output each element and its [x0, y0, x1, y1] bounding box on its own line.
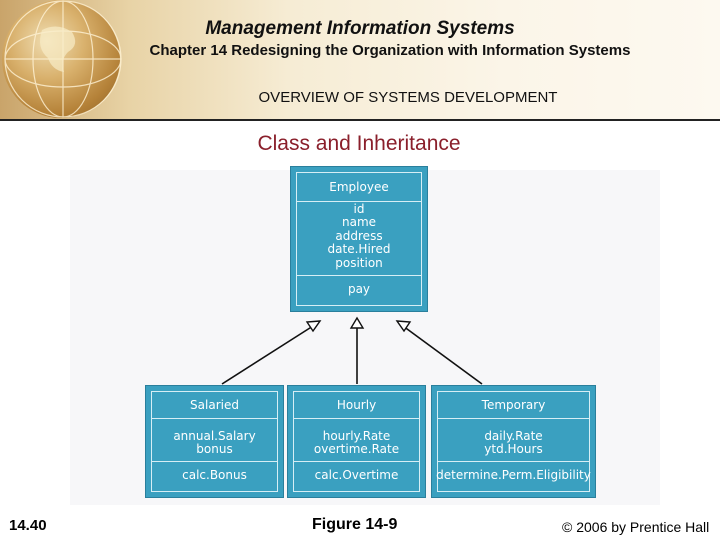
attribute: id: [353, 202, 365, 216]
class-box-frame: [437, 391, 590, 492]
method: determine.Perm.Eligibility: [436, 468, 591, 482]
class-box-frame: [293, 391, 420, 492]
attribute: bonus: [196, 442, 233, 456]
class-box-employee: Employee id name address date.Hired posi…: [290, 166, 428, 312]
class-separator: [151, 418, 278, 419]
chapter-title: Chapter 14 Redesigning the Organization …: [149, 42, 631, 59]
attribute: overtime.Rate: [313, 442, 400, 456]
class-box-frame: [296, 172, 422, 306]
attribute: hourly.Rate: [322, 429, 391, 443]
class-box-frame: [151, 391, 278, 492]
inheritance-arrowhead-temporary: [395, 320, 412, 333]
class-box-hourly: Hourly hourly.Rate overtime.Rate calc.Ov…: [287, 385, 426, 498]
method: calc.Bonus: [182, 468, 247, 482]
method: pay: [347, 282, 371, 296]
slide-title: Class and Inheritance: [257, 132, 461, 155]
section-title: OVERVIEW OF SYSTEMS DEVELOPMENT: [258, 89, 558, 106]
attribute: annual.Salary: [173, 429, 256, 443]
page-number: 14.40: [9, 517, 47, 534]
slide-header: Management Information Systems Chapter 1…: [0, 0, 720, 119]
attribute: name: [341, 215, 377, 229]
inheritance-line-temporary: [402, 325, 483, 385]
inheritance-arrowhead-salaried: [305, 320, 322, 333]
attribute: daily.Rate: [484, 429, 543, 443]
class-name: Hourly: [336, 398, 377, 412]
method: calc.Overtime: [314, 468, 399, 482]
attribute: position: [335, 256, 383, 270]
class-box-temporary: Temporary daily.Rate ytd.Hours determine…: [431, 385, 596, 498]
class-name: Temporary: [481, 398, 546, 412]
class-separator: [293, 418, 420, 419]
class-separator: [293, 461, 420, 462]
figure-label: Figure 14-9: [312, 516, 398, 533]
inheritance-arrowhead-hourly: [349, 316, 365, 329]
attribute: date.Hired: [327, 242, 391, 256]
inheritance-line-salaried: [221, 325, 314, 385]
attribute: address: [335, 229, 383, 243]
class-separator: [296, 275, 422, 276]
class-separator: [437, 418, 590, 419]
class-name: Salaried: [190, 398, 239, 412]
class-separator: [151, 461, 278, 462]
class-separator: [437, 461, 590, 462]
copyright: © 2006 by Prentice Hall: [562, 519, 710, 535]
course-title: Management Information Systems: [205, 18, 515, 39]
header-divider: [0, 119, 720, 121]
class-box-salaried: Salaried annual.Salary bonus calc.Bonus: [145, 385, 284, 498]
class-separator: [296, 201, 422, 202]
attribute: ytd.Hours: [484, 442, 543, 456]
globe-grid-icon: [4, 0, 122, 118]
class-name: Employee: [329, 180, 389, 194]
